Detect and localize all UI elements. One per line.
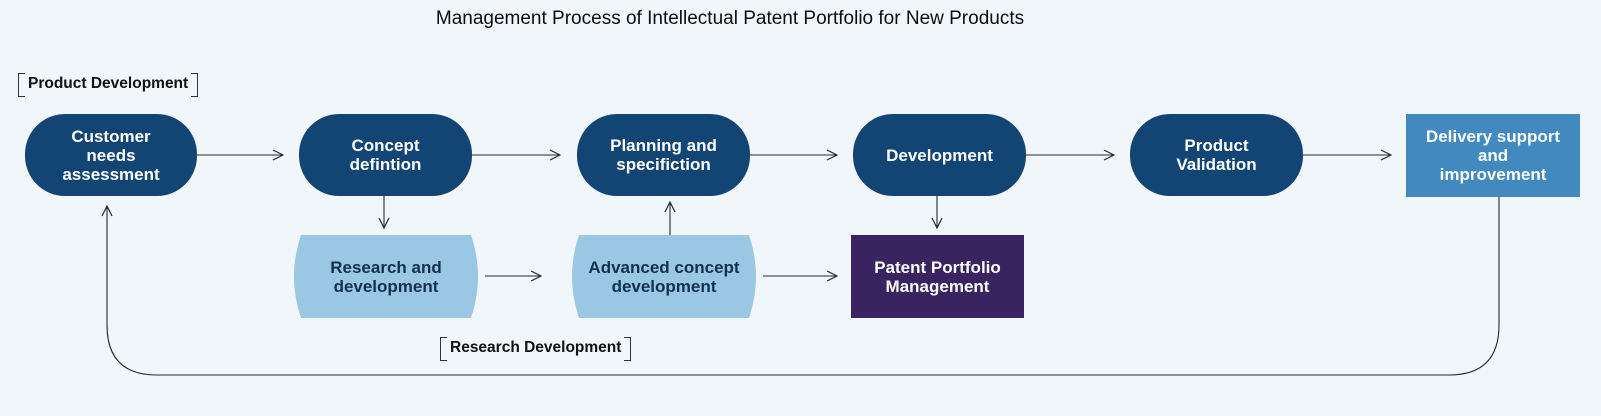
node-planning-and-specification: Planning and specifiction [577, 114, 750, 196]
node-patent-portfolio-management: Patent Portfolio Management [851, 235, 1024, 318]
node-development: Development [853, 114, 1026, 196]
tape-shape [294, 235, 478, 318]
node-research-and-development: Research and development [287, 235, 485, 318]
section-label-product-development: Product Development [18, 73, 199, 97]
feedback-loop-arrow [107, 197, 1500, 376]
node-concept-definition: Concept defintion [299, 114, 472, 196]
tape-shape [572, 235, 756, 318]
node-product-validation: Product Validation [1130, 114, 1303, 196]
diagram-title: Management Process of Intellectual Paten… [435, 8, 1025, 29]
node-advanced-concept-label: Advanced concept development [588, 257, 740, 296]
section-label-research-development: Research Development [440, 337, 632, 361]
node-customer-needs-assessment: Customer needs assessment [25, 114, 197, 196]
node-advanced-concept-development: Advanced concept development [565, 235, 763, 318]
node-research-label: Research and development [330, 257, 442, 296]
node-delivery-support-and-improvement: Delivery support and improvement [1406, 114, 1580, 197]
